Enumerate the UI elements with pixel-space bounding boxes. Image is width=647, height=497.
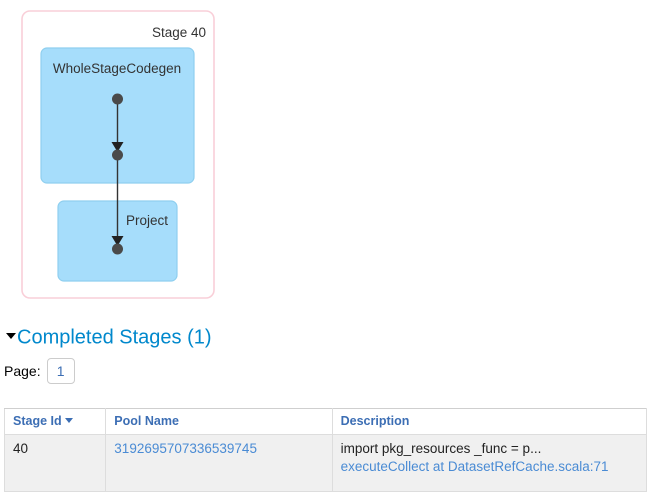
table-row: 40 3192695707336539745 import pkg_resour…	[3, 434, 647, 492]
description-text: import pkg_resources _func = p...	[340, 441, 542, 456]
dag-edge-arrowhead-bottom	[111, 236, 124, 246]
pool-name-link[interactable]: 3192695707336539745	[114, 441, 257, 456]
dag-visualization: Stage 40 WholeStageCodegen Project	[21, 10, 215, 299]
completed-stages-section-header[interactable]: Completed Stages (1)	[6, 324, 212, 351]
sort-caret-down-icon	[64, 418, 73, 424]
column-header-stage-id-label: Stage Id	[13, 414, 62, 428]
dag-edge-arrowhead-mid	[111, 142, 124, 152]
dag-edge-source-dot	[112, 93, 123, 105]
stage-cluster-label: Stage 40	[152, 25, 206, 40]
column-header-stage-id[interactable]: Stage Id	[3, 408, 107, 435]
completed-stages-title: Completed Stages (1)	[17, 326, 212, 349]
dag-edge-mid-dot	[112, 149, 123, 161]
column-header-pool-name-label: Pool Name	[114, 414, 179, 428]
caret-down-icon	[6, 332, 16, 339]
description-job-link[interactable]: executeCollect at DatasetRefCache.scala:…	[340, 459, 609, 474]
dag-node-project-label: Project	[126, 213, 168, 228]
column-header-description[interactable]: Description	[331, 408, 647, 435]
cell-pool-name: 3192695707336539745	[105, 434, 333, 492]
column-header-pool-name[interactable]: Pool Name	[105, 408, 333, 435]
dag-edge-target-dot	[112, 243, 123, 255]
completed-stages-table: Stage Id Pool Name Description 40 319269…	[3, 408, 647, 492]
pagination-control: Page:	[4, 358, 75, 384]
page-label: Page:	[4, 363, 41, 379]
page-number-input[interactable]	[46, 358, 75, 384]
cell-stage-id: 40	[3, 434, 107, 492]
column-header-description-label: Description	[340, 414, 410, 428]
table-header-row: Stage Id Pool Name Description	[3, 408, 647, 435]
cell-description: import pkg_resources _func = p... execut…	[331, 434, 647, 492]
dag-node-wholestagecodegen-label: WholeStageCodegen	[53, 61, 181, 76]
